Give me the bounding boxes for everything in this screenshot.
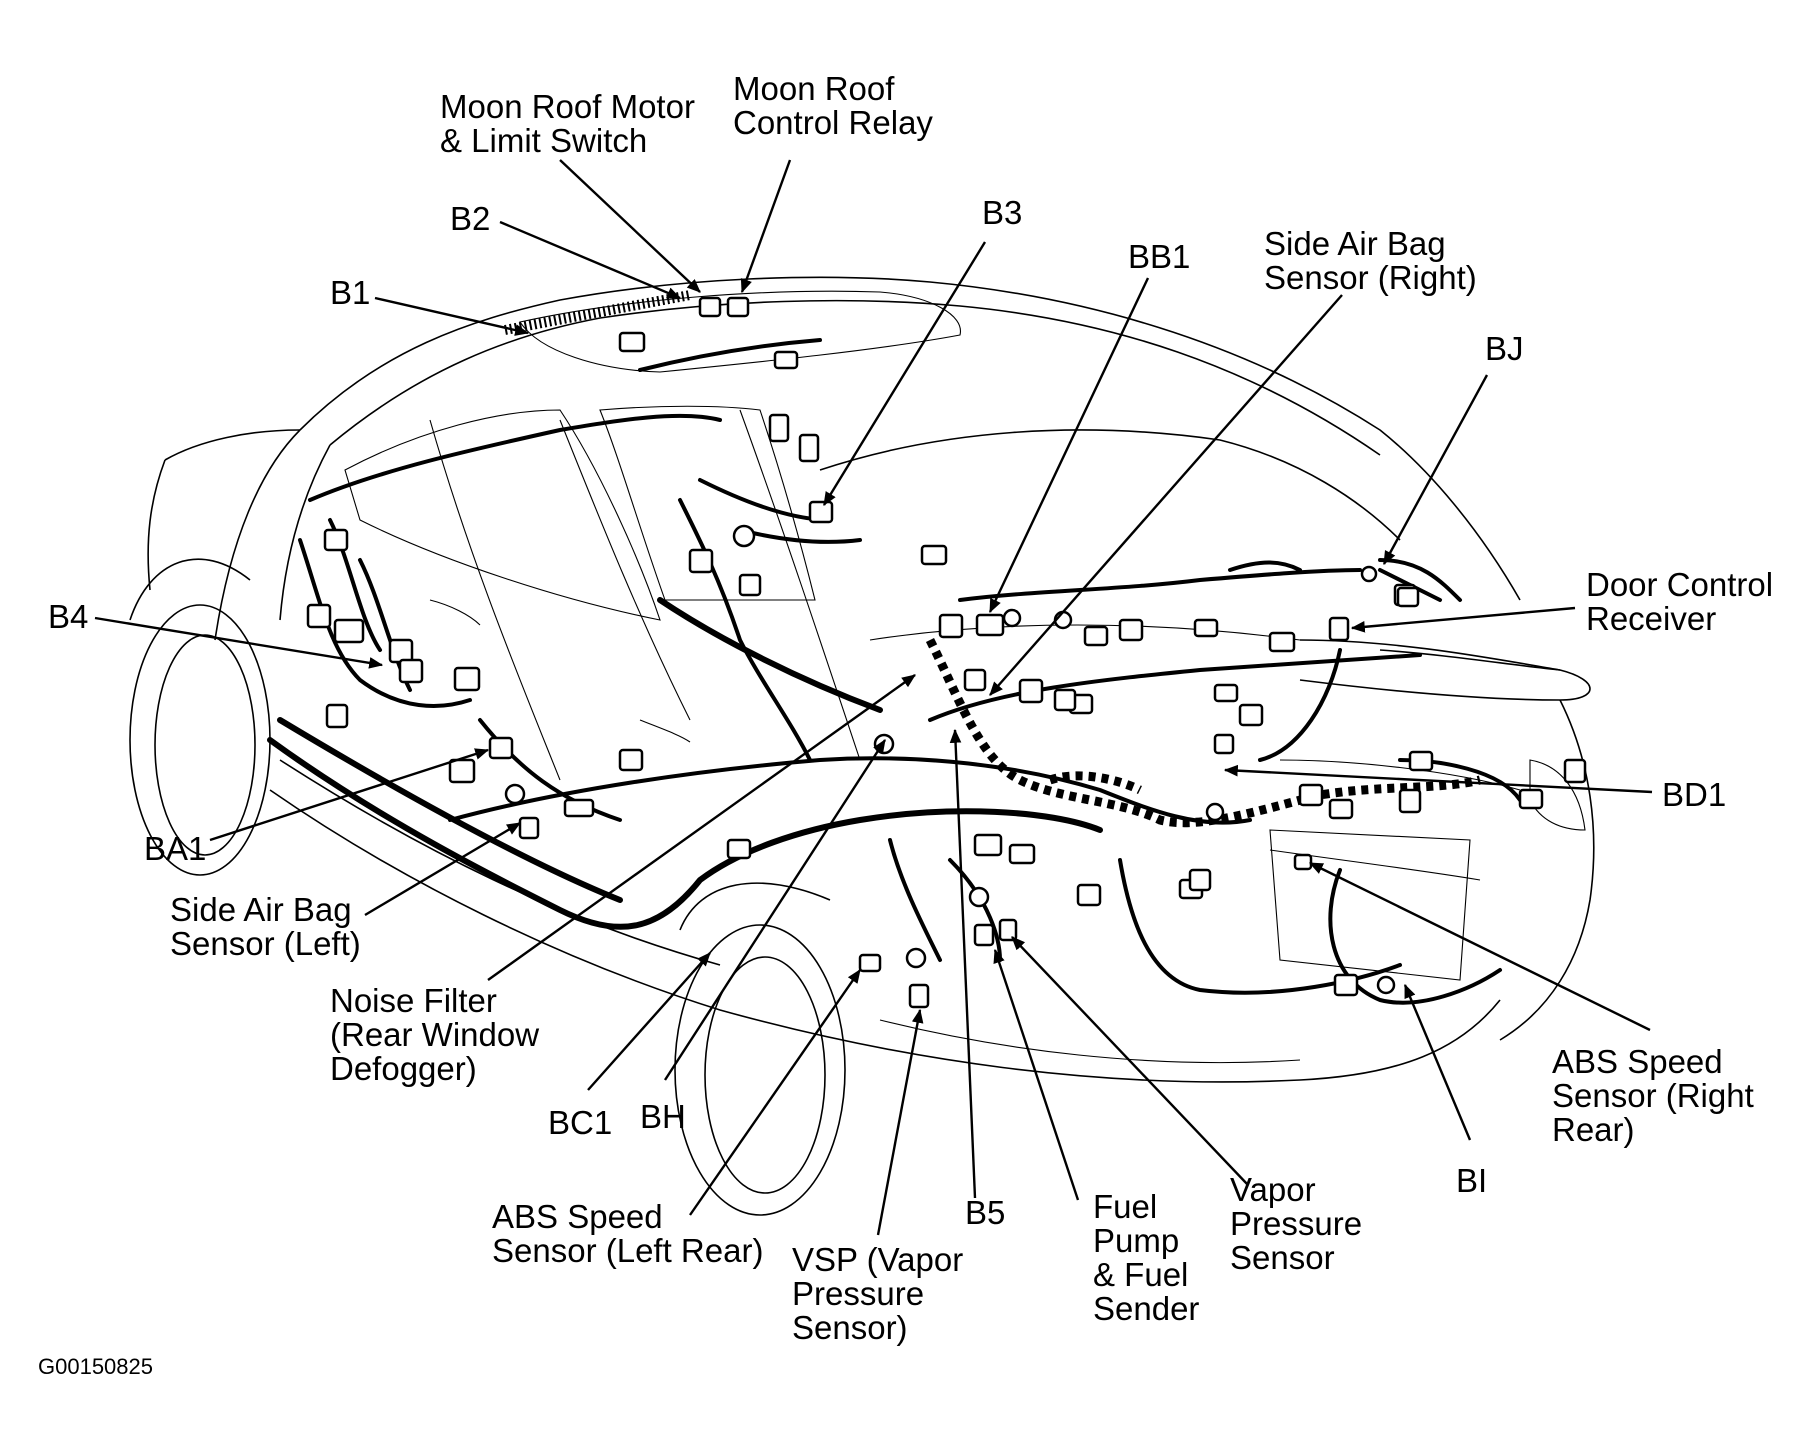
leader-bi xyxy=(1403,983,1472,1141)
connectors xyxy=(306,290,1587,1009)
car-body xyxy=(129,276,1595,1216)
leader-bb1 xyxy=(988,277,1150,614)
leader-bd1 xyxy=(1223,764,1653,794)
leader-vsp xyxy=(876,1008,924,1236)
label-moon-roof-motor: Moon Roof Motor & Limit Switch xyxy=(440,88,695,159)
label-door-control-receiver: Door Control Receiver xyxy=(1586,566,1774,637)
leader-abs-right-rear xyxy=(1308,861,1651,1032)
label-b2: B2 xyxy=(450,200,491,237)
label-fuel-pump: Fuel Pump & Fuel Sender xyxy=(1093,1188,1200,1327)
label-bd1: BD1 xyxy=(1662,776,1727,813)
label-b1: B1 xyxy=(330,274,371,311)
label-vsp: VSP (Vapor Pressure Sensor) xyxy=(792,1241,964,1346)
leader-door-control-receiver xyxy=(1350,606,1576,633)
leader-bh xyxy=(663,739,887,1081)
leader-bc1 xyxy=(587,952,711,1091)
figure-id: G00150825 xyxy=(38,1354,153,1379)
label-bh: BH xyxy=(640,1098,686,1135)
label-b3: B3 xyxy=(982,194,1023,231)
leader-moon-roof-relay xyxy=(740,159,792,294)
label-side-air-bag-left: Side Air Bag Sensor (Left) xyxy=(170,891,361,962)
label-b5: B5 xyxy=(965,1194,1006,1231)
leader-b4 xyxy=(94,616,384,669)
leader-vapor-pressure xyxy=(1011,936,1249,1186)
leader-lines xyxy=(94,159,1653,1236)
leader-b2 xyxy=(499,220,682,300)
leader-moon-roof-motor xyxy=(559,159,701,293)
leader-abs-left-rear xyxy=(689,969,861,1216)
leader-fuel-pump xyxy=(993,948,1080,1201)
label-bi: BI xyxy=(1456,1162,1488,1199)
leader-side-air-bag-left xyxy=(364,821,522,917)
label-side-air-bag-right: Side Air Bag Sensor (Right) xyxy=(1264,225,1477,296)
label-vapor-pressure: Vapor Pressure Sensor xyxy=(1230,1171,1363,1276)
leader-side-air-bag-right xyxy=(989,294,1343,696)
label-bb1: BB1 xyxy=(1128,238,1191,275)
leader-noise-filter xyxy=(487,674,916,981)
leader-bj xyxy=(1382,374,1489,566)
label-bj: BJ xyxy=(1485,330,1524,367)
label-abs-left-rear: ABS Speed Sensor (Left Rear) xyxy=(492,1198,764,1269)
label-bc1: BC1 xyxy=(548,1104,613,1141)
leader-b1 xyxy=(374,296,530,336)
wiring-harness xyxy=(267,338,1522,1005)
label-noise-filter: Noise Filter (Rear Window Defogger) xyxy=(330,982,540,1087)
label-ba1: BA1 xyxy=(144,830,207,867)
leader-ba1 xyxy=(209,748,490,842)
label-moon-roof-relay: Moon Roof Control Relay xyxy=(733,70,933,141)
leader-b3 xyxy=(822,241,987,506)
label-b4: B4 xyxy=(48,598,89,635)
label-abs-right-rear: ABS Speed Sensor (Right Rear) xyxy=(1552,1043,1754,1148)
leader-b5 xyxy=(949,728,977,1199)
